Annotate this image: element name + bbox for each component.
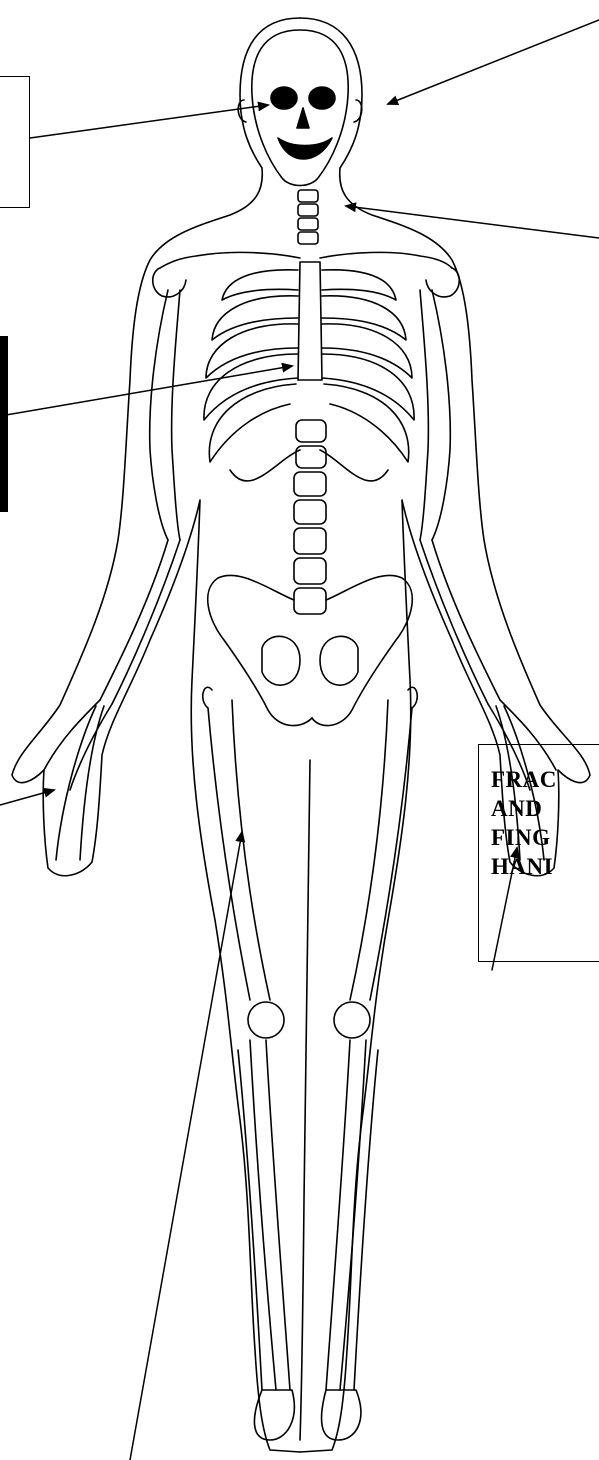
arrow-neck (346, 206, 599, 238)
arrow-sternum (0, 366, 292, 416)
arm-right (420, 290, 556, 860)
body-outline (12, 18, 590, 1452)
arrow-face (30, 105, 268, 138)
neck-vertebrae (298, 190, 318, 244)
lumbar-spine (294, 420, 326, 614)
arrow-ear (388, 20, 599, 104)
arrow-right-hand (492, 848, 517, 970)
arrow-left-hand (0, 790, 54, 805)
arm-left (44, 290, 180, 860)
shoulder-girdle (153, 252, 460, 297)
arrow-thigh (130, 832, 242, 1460)
rib-cage (204, 262, 414, 481)
pelvis (208, 575, 413, 725)
leg-left (203, 687, 295, 1440)
